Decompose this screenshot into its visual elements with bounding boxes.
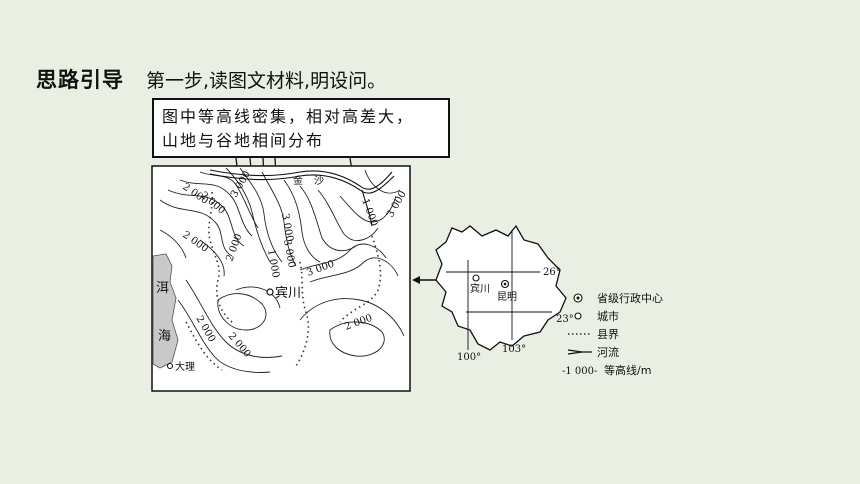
callout-box: 图中等高线密集，相对高差大， 山地与谷地相间分布 bbox=[152, 98, 450, 158]
inset-lon-100: 100° bbox=[457, 352, 481, 363]
river-label-2: 沙 bbox=[314, 175, 324, 187]
legend-contour-label: 等高线/m bbox=[604, 363, 651, 377]
legend-capital-label: 省级行政中心 bbox=[597, 291, 663, 305]
callout-line-1: 图中等高线密集，相对高差大， bbox=[162, 107, 415, 126]
legend-capital-dot bbox=[576, 296, 580, 300]
erhai-lake bbox=[152, 253, 179, 369]
inset-lon-103: 103° bbox=[502, 344, 526, 355]
step-instruction: 第一步,读图文材料,明设问。 bbox=[146, 70, 387, 92]
yunnan-outline bbox=[435, 224, 567, 351]
legend-contour-sample: -1 000- bbox=[562, 366, 597, 377]
inset-kunming-label: 昆明 bbox=[497, 291, 517, 303]
river-label-1: 金 bbox=[293, 174, 303, 187]
jinsha-river bbox=[209, 169, 395, 227]
inset-binchuan-marker bbox=[472, 274, 480, 282]
legend-river-icon bbox=[567, 349, 592, 355]
inset-lat-23: 23° bbox=[556, 314, 574, 325]
inset-lat-26: 26° bbox=[543, 267, 561, 278]
legend-county-border-label: 县界 bbox=[597, 328, 619, 341]
inset-kunming-dot bbox=[503, 282, 507, 286]
main-map-frame bbox=[151, 165, 411, 392]
contour-label: 3 000 bbox=[279, 213, 295, 243]
contour-label: 3 000 bbox=[281, 239, 297, 269]
legend: 省级行政中心 城市 县界 河流 -1 000- 等高线/m bbox=[562, 291, 663, 377]
binchuan-label: 宾川 bbox=[275, 285, 301, 301]
legend-city-icon bbox=[574, 312, 582, 320]
legend-city-label: 城市 bbox=[597, 309, 619, 323]
contour-label: 1 000 bbox=[265, 249, 281, 279]
callout-line-2: 山地与谷地相间分布 bbox=[162, 131, 325, 150]
inset-binchuan-label: 宾川 bbox=[470, 282, 490, 295]
legend-river-label: 河流 bbox=[597, 345, 619, 359]
dali-city-marker bbox=[166, 362, 174, 370]
pointer-arrow-head bbox=[412, 276, 420, 284]
lake-label-1: 洱 bbox=[156, 281, 169, 296]
contour-lines bbox=[159, 167, 405, 373]
dali-label: 大理 bbox=[175, 360, 195, 373]
lake-label-2: 海 bbox=[158, 329, 171, 344]
section-heading: 思路引导 bbox=[36, 68, 124, 92]
county-border bbox=[185, 191, 382, 371]
binchuan-city-marker bbox=[266, 288, 274, 296]
inset-grid bbox=[446, 230, 552, 350]
